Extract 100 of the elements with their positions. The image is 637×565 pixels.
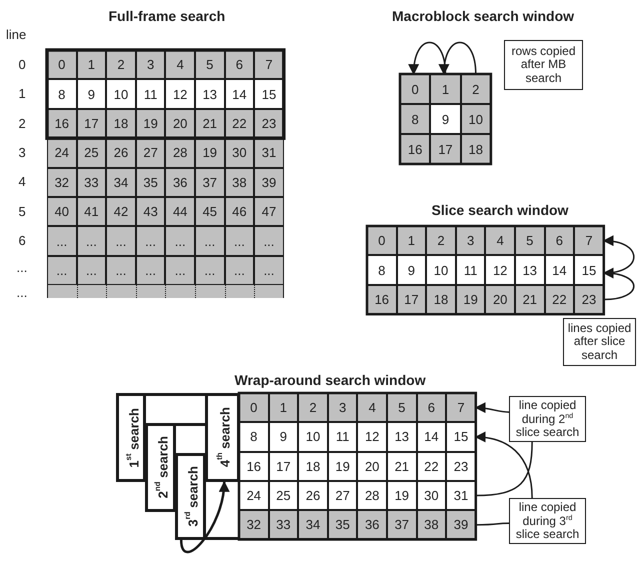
grid-cell: ... <box>165 256 195 286</box>
grid-cell: 18 <box>106 108 136 138</box>
grid-cell: 42 <box>106 197 136 226</box>
grid-cell: 24 <box>239 480 269 510</box>
grid-cell: 28 <box>357 480 387 510</box>
grid-cell: 34 <box>106 168 136 197</box>
connector-line <box>476 522 509 526</box>
grid-cell: 31 <box>446 480 476 510</box>
grid-cell: 16 <box>239 452 269 481</box>
grid-cell: 30 <box>224 138 254 168</box>
section-title: Wrap-around search window <box>234 372 426 388</box>
partial-grid-cell <box>76 285 106 298</box>
grid-cell: 17 <box>430 134 461 164</box>
grid-cell: 13 <box>387 422 417 452</box>
grid-cell: 8 <box>239 422 269 452</box>
grid-cell: 7 <box>574 226 604 256</box>
partial-grid-cell <box>254 285 284 298</box>
grid-cell: 5 <box>195 50 225 80</box>
grid-cell: 5 <box>387 393 417 422</box>
grid-cell: ... <box>76 256 106 286</box>
grid-cell: 35 <box>136 168 166 197</box>
grid-cell: 15 <box>446 422 476 452</box>
grid-cell: 19 <box>387 480 417 510</box>
grid-cell: 6 <box>416 393 446 422</box>
note-box: line copied during 3$^{rd}$ slice search <box>509 498 586 544</box>
grid-cell: 18 <box>460 134 491 164</box>
grid-cell: 38 <box>416 510 446 540</box>
grid-cell: 39 <box>446 510 476 540</box>
grid-cell: 1 <box>430 74 461 104</box>
row-number: 5 <box>18 204 26 219</box>
grid-cell: 10 <box>426 255 456 285</box>
grid-cell: 9 <box>268 422 298 452</box>
grid-cell: ... <box>47 226 77 256</box>
grid-cell: 17 <box>268 452 298 481</box>
grid-cell: 23 <box>446 452 476 481</box>
curved-arrow <box>439 42 476 76</box>
grid-cell: 22 <box>544 284 574 314</box>
curved-arrow <box>474 402 510 414</box>
grid-cell: 3 <box>136 50 166 80</box>
grid-cell: 8 <box>400 104 430 134</box>
note-box: lines copied after slice search <box>563 318 636 366</box>
grid-cell: 33 <box>76 168 106 197</box>
axis-label: line <box>6 27 26 42</box>
grid-cell: 23 <box>574 284 604 314</box>
grid-cell: 32 <box>239 510 269 540</box>
grid-cell: ... <box>76 226 106 256</box>
row-number: 2 <box>18 116 26 131</box>
grid-cell: 18 <box>426 284 456 314</box>
grid-cell: 19 <box>456 284 486 314</box>
grid-cell: 38 <box>224 168 254 197</box>
grid-cell: 36 <box>165 168 195 197</box>
grid-cell: ... <box>224 226 254 256</box>
grid-cell: 46 <box>224 197 254 226</box>
grid-cell: 1 <box>76 50 106 80</box>
grid-cell: 15 <box>254 79 284 109</box>
grid-cell: 25 <box>76 138 106 168</box>
grid-cell: 20 <box>165 108 195 138</box>
grid-cell: 12 <box>485 255 515 285</box>
grid-cell: 4 <box>485 226 515 256</box>
grid-cell: ... <box>224 256 254 286</box>
grid-cell: 11 <box>328 422 358 452</box>
section-title: Full-frame search <box>108 8 226 24</box>
grid-cell: 11 <box>136 79 166 109</box>
row-number: 4 <box>18 174 26 189</box>
grid-cell: 10 <box>106 79 136 109</box>
grid-cell: 47 <box>254 197 284 226</box>
curved-arrow <box>180 480 229 554</box>
grid-cell: 25 <box>268 480 298 510</box>
row-number: 1 <box>18 86 26 101</box>
curved-arrow <box>474 432 533 498</box>
grid-cell: ... <box>254 226 284 256</box>
row-number: 3 <box>18 145 26 160</box>
grid-cell: 19 <box>328 452 358 481</box>
connector-line <box>476 442 533 496</box>
grid-cell: ... <box>106 226 136 256</box>
partial-grid-cell <box>224 285 254 298</box>
grid-cell: 2 <box>298 393 328 422</box>
grid-cell: 35 <box>328 510 358 540</box>
grid-cell: 31 <box>254 138 284 168</box>
grid-cell: 10 <box>298 422 328 452</box>
grid-cell: 3 <box>456 226 486 256</box>
grid-cell: 2 <box>426 226 456 256</box>
grid-cell: 3 <box>328 393 358 422</box>
grid-cell: 14 <box>224 79 254 109</box>
grid-cell: 34 <box>298 510 328 540</box>
grid-cell: 9 <box>396 255 426 285</box>
grid-cell: 30 <box>416 480 446 510</box>
grid-cell: 44 <box>165 197 195 226</box>
grid-cell: 19 <box>195 138 225 168</box>
grid-cell: 13 <box>515 255 545 285</box>
grid-cell: 16 <box>400 134 430 164</box>
grid-cell: ... <box>195 256 225 286</box>
partial-grid-cell <box>165 285 195 298</box>
row-number: 0 <box>18 57 26 72</box>
grid-cell: 11 <box>456 255 486 285</box>
grid-cell: 32 <box>47 168 77 197</box>
grid-cell: 4 <box>165 50 195 80</box>
grid-cell: 5 <box>515 226 545 256</box>
grid-cell: 8 <box>47 79 77 109</box>
grid-cell: ... <box>136 226 166 256</box>
